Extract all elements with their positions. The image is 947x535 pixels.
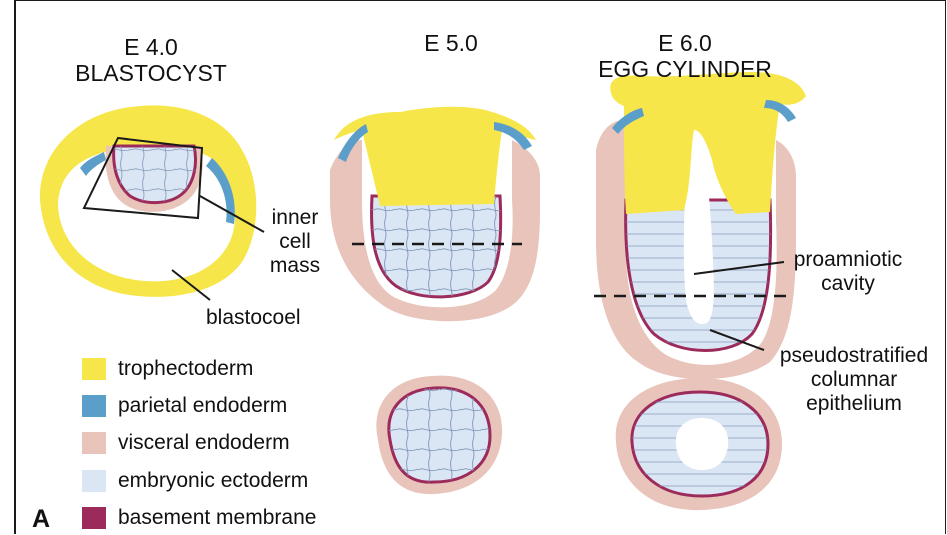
legend-swatch-trophectoderm [82, 358, 106, 380]
label-pseudostratified: pseudostratified columnar epithelium [766, 344, 942, 416]
legend-item: visceral endoderm [82, 430, 290, 456]
legend-label: trophectoderm [118, 357, 253, 381]
stage-name-blastocyst: BLASTOCYST [50, 60, 252, 87]
label-inner: inner [262, 206, 328, 230]
legend-item: trophectoderm [82, 356, 253, 382]
legend-swatch-visceral-endoderm [82, 432, 106, 454]
label-blastocoel: blastocoel [206, 306, 301, 330]
e6-cross-section [616, 378, 782, 510]
stage-age-e5: E 5.0 [396, 30, 506, 57]
legend-swatch-parietal-endoderm [82, 395, 106, 417]
legend-item: basement membrane [82, 505, 316, 531]
label-pseudostratified-2: columnar [766, 368, 942, 392]
label-pseudostratified-1: pseudostratified [766, 344, 942, 368]
label-cell: cell [262, 230, 328, 254]
e6-section-cavity [676, 418, 728, 470]
label-cavity: cavity [786, 272, 910, 296]
stage-age-e6: E 6.0 [630, 30, 740, 57]
panel-letter: A [32, 505, 50, 534]
label-mass: mass [262, 254, 328, 278]
legend-label: visceral endoderm [118, 431, 290, 455]
legend-label: basement membrane [118, 506, 316, 530]
blastocyst [40, 105, 264, 300]
e5-trophectoderm [334, 107, 536, 206]
legend-item: parietal endoderm [82, 393, 287, 419]
stage-age-e4: E 4.0 [96, 34, 206, 61]
legend-item: embryonic ectoderm [82, 468, 308, 494]
label-proamniotic-cavity: proamniotic cavity [786, 248, 910, 296]
legend-swatch-embryonic-ectoderm [82, 470, 106, 492]
legend-label: parietal endoderm [118, 394, 287, 418]
label-inner-cell-mass: inner cell mass [262, 206, 328, 278]
egg-cylinder [594, 72, 806, 379]
stage-name-egg-cylinder: EGG CYLINDER [586, 56, 784, 83]
label-pseudostratified-3: epithelium [766, 392, 942, 416]
e5-cross-section [376, 376, 502, 495]
legend-swatch-basement-membrane [82, 507, 106, 529]
label-proamniotic: proamniotic [786, 248, 910, 272]
legend-label: embryonic ectoderm [118, 469, 308, 493]
e5-embryo [330, 107, 540, 321]
